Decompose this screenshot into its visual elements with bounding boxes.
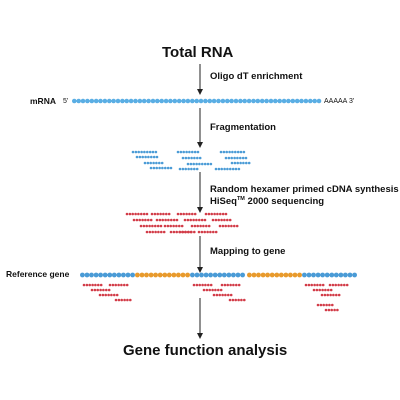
mapped-read-15 [316, 303, 334, 307]
mrna-fragment-7 [186, 162, 213, 166]
cdna-read-3 [139, 224, 163, 228]
cdna-read-2 [132, 218, 153, 222]
hiseq-suffix: 2000 sequencing [244, 196, 325, 208]
cdna-read-1 [125, 212, 149, 216]
hiseq-trademark: TM [236, 196, 245, 202]
reference-exon-5 [302, 272, 357, 278]
mrna-fragment-3 [143, 161, 164, 165]
cdna-read-9 [176, 212, 197, 216]
reference-intron-2 [135, 272, 191, 278]
mapped-read-5 [114, 298, 132, 302]
cdna-read-12 [197, 230, 218, 234]
mapped-read-1 [82, 283, 103, 287]
final-step-gene-function-analysis: Gene function analysis [123, 342, 288, 359]
step-cdna-synthesis: Random hexamer primed cDNA synthesis [210, 184, 399, 195]
step-hiseq-sequencing: HiSeqTM 2000 sequencing [210, 196, 324, 207]
mapped-read-4 [108, 283, 129, 287]
mrna-fragment-10 [224, 156, 248, 160]
step-fragmentation: Fragmentation [210, 122, 276, 133]
mrna-poly-a-tail: AAAAA [324, 98, 348, 105]
step-mapping-to-gene: Mapping to gene [210, 246, 286, 257]
mrna-fragment-2 [135, 155, 159, 159]
cdna-read-13 [204, 212, 228, 216]
hiseq-prefix: HiSeq [210, 196, 237, 208]
cdna-read-5 [150, 212, 171, 216]
cdna-read-11 [190, 224, 211, 228]
step-oligo-dt-enrichment: Oligo dT enrichment [210, 71, 303, 82]
cdna-read-6 [155, 218, 179, 222]
reference-intron-4 [247, 272, 302, 278]
mapped-read-8 [212, 293, 233, 297]
mrna-fragment-12 [214, 167, 241, 171]
cdna-read-14 [211, 218, 232, 222]
mapped-read-11 [304, 283, 325, 287]
mrna-fragment-8 [178, 167, 199, 171]
mapped-read-6 [192, 283, 213, 287]
mapped-read-12 [312, 288, 333, 292]
cdna-read-7 [163, 224, 184, 228]
cdna-read-16 [178, 230, 196, 234]
mrna-fragment-1 [131, 150, 158, 154]
mrna-label: mRNA [30, 96, 56, 106]
mrna-five-prime-label: 5' [63, 98, 69, 105]
mapped-read-2 [90, 288, 111, 292]
mapped-read-16 [324, 308, 339, 312]
mrna-fragment-6 [181, 156, 202, 160]
reference-exon-1 [80, 272, 136, 278]
mapped-read-14 [328, 283, 349, 287]
reference-gene-label: Reference gene [6, 269, 70, 279]
cdna-read-15 [218, 224, 239, 228]
mrna-three-prime-label: 3' [349, 98, 355, 105]
mapped-read-10 [228, 298, 246, 302]
cdna-read-4 [145, 230, 166, 234]
mapped-read-13 [320, 293, 341, 297]
mrna-fragment-5 [176, 150, 200, 154]
title-total-rna: Total RNA [162, 44, 234, 61]
mrna-fragment-11 [230, 161, 251, 165]
reference-exon-3 [190, 272, 246, 278]
mrna-fragment-9 [219, 150, 246, 154]
mapped-read-7 [202, 288, 223, 292]
mapped-read-3 [98, 293, 119, 297]
mrna-fragment-4 [149, 166, 173, 170]
mapped-read-9 [220, 283, 241, 287]
cdna-read-10 [183, 218, 207, 222]
mrna-strand [72, 98, 322, 104]
